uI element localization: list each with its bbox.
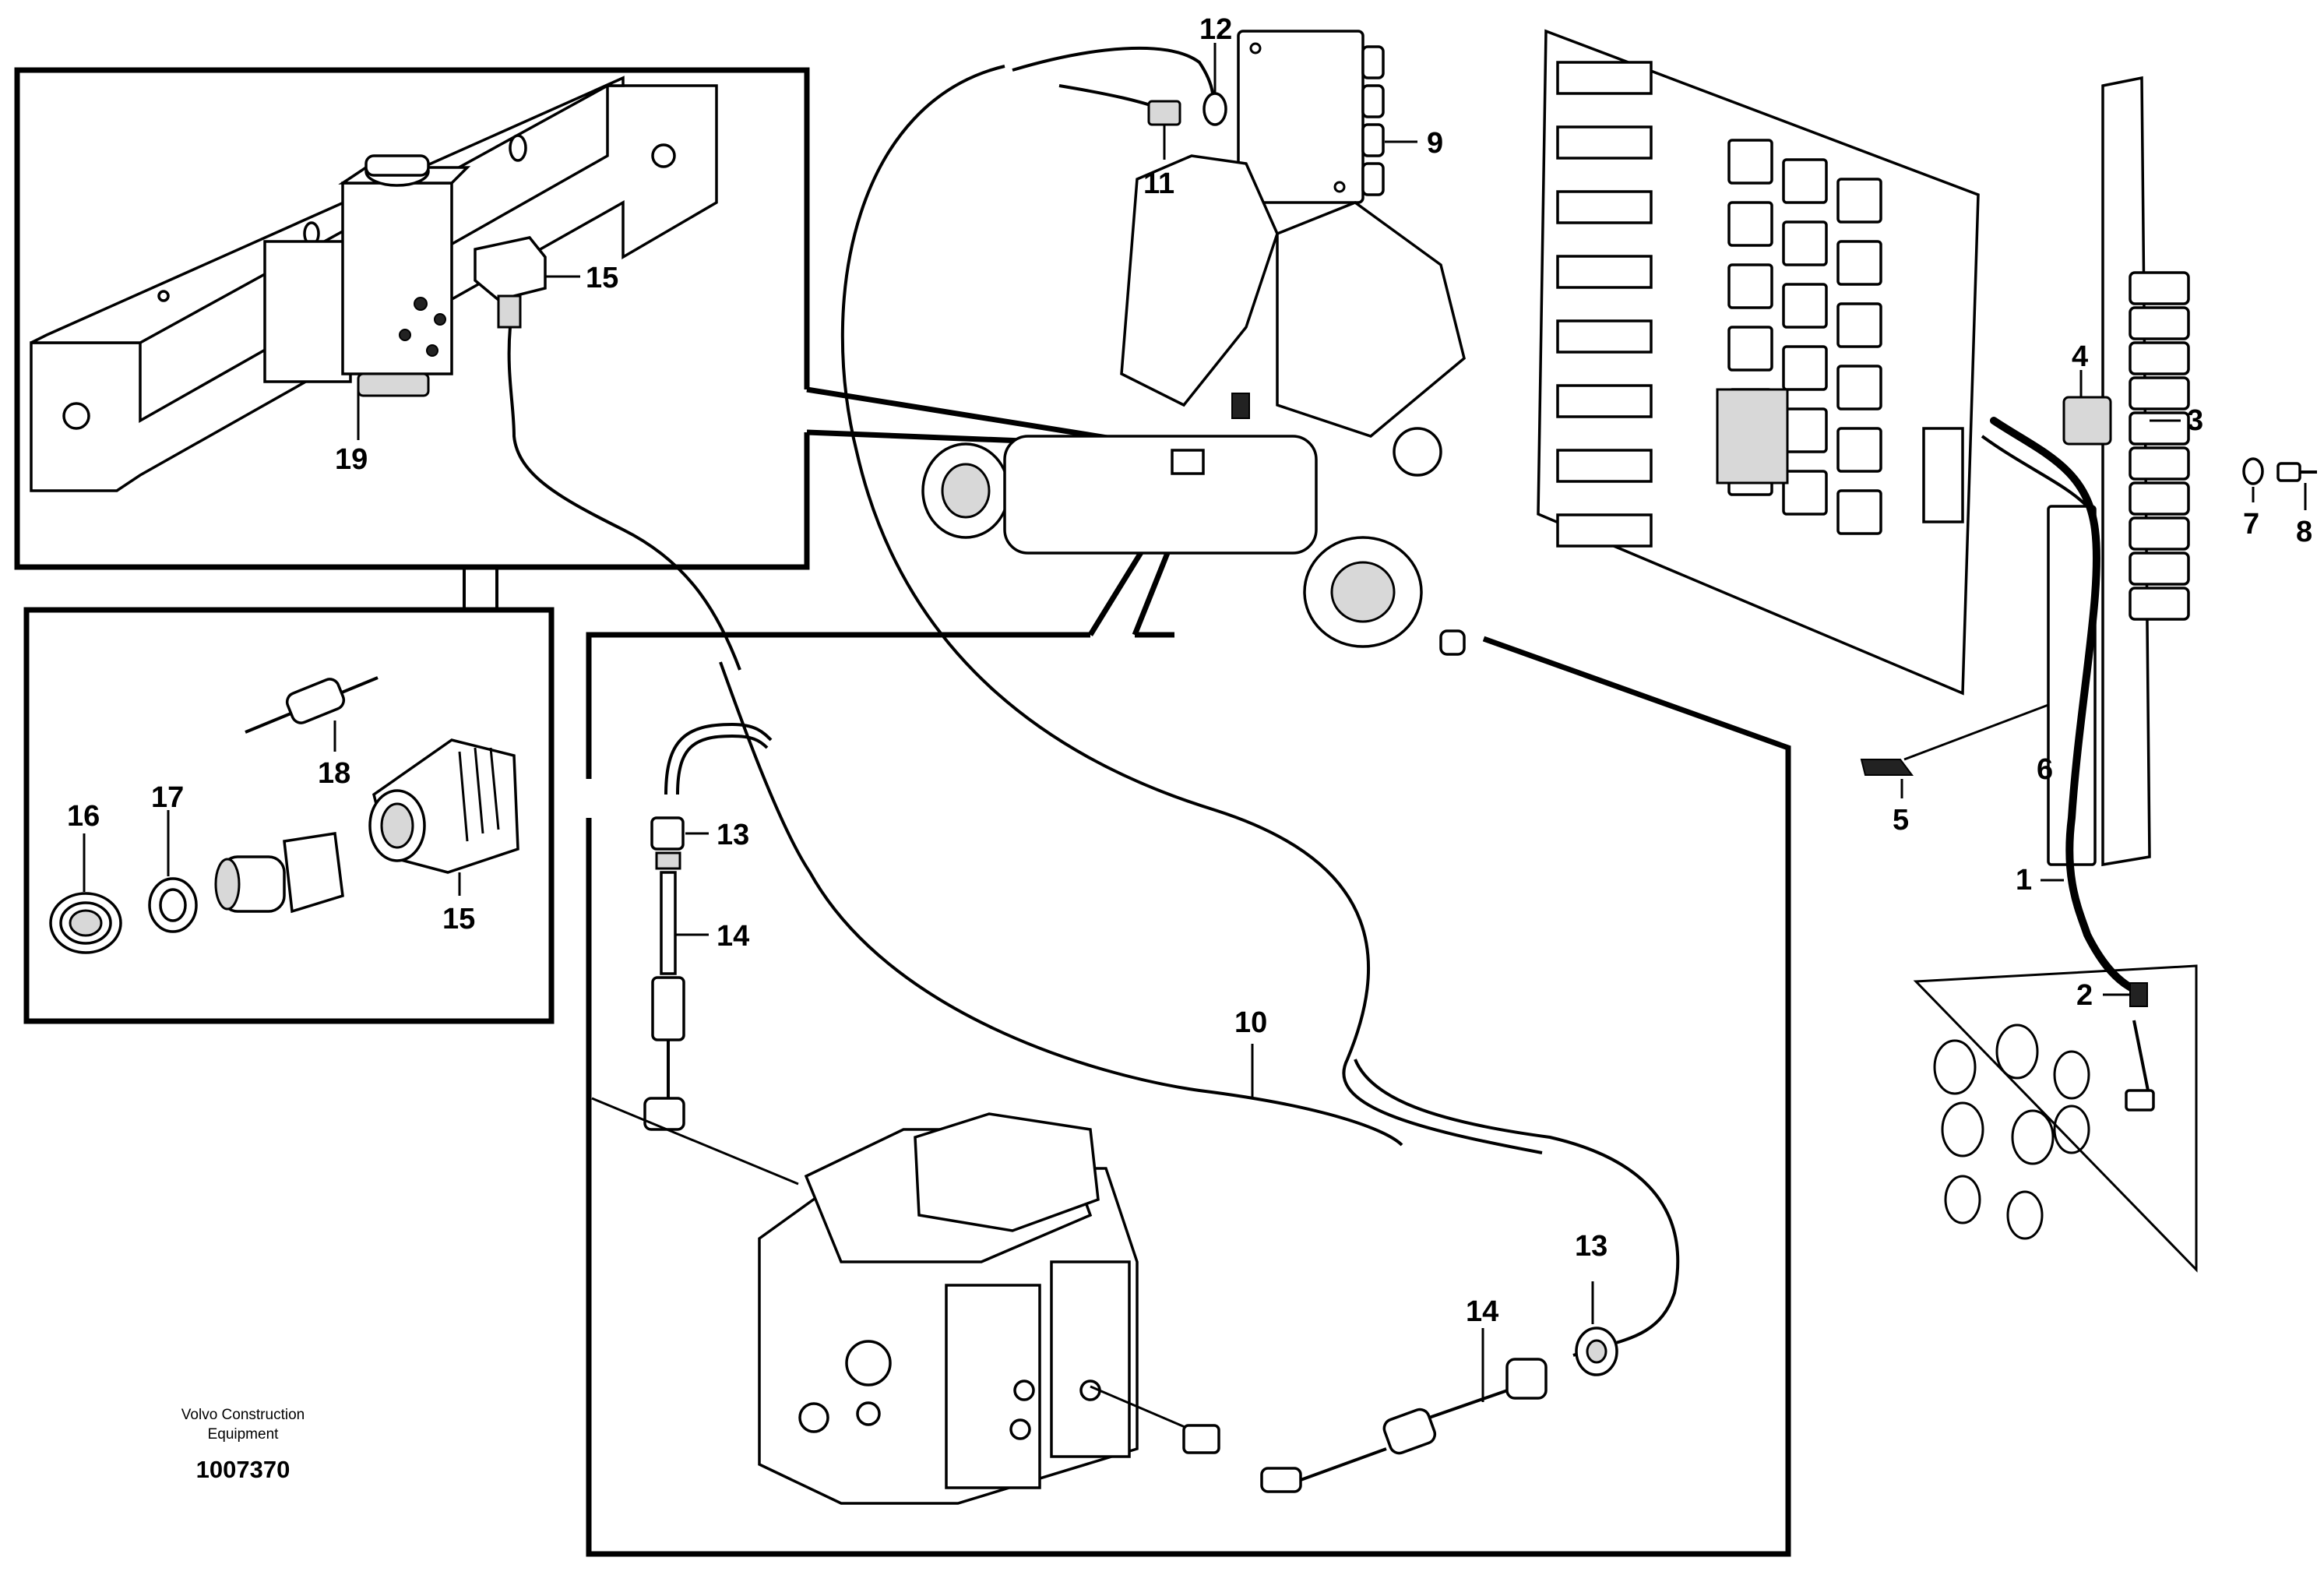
callout-13-top: 13: [717, 819, 749, 851]
terminal-block: [2129, 516, 2190, 551]
terminal-blocks-3: [2129, 271, 2190, 621]
clip-5: [1860, 759, 1914, 776]
callout-17: 17: [151, 781, 184, 814]
board-relay: [1782, 345, 1828, 391]
axle-assembly: [921, 154, 1466, 656]
solenoid-valve: [263, 154, 471, 397]
callout-5: 5: [1893, 804, 1909, 837]
board-relay: [1836, 178, 1882, 224]
board-relay: [1836, 240, 1882, 286]
brand-line-2: Equipment: [208, 1426, 280, 1443]
dashboard-panel: [1913, 964, 2198, 1273]
board-connector: [1556, 384, 1653, 418]
detail-frame-solenoid-bracket: [14, 67, 810, 570]
tube-assembly-right: [1090, 1327, 1618, 1493]
leader-6: [1903, 703, 2049, 761]
board-relay: [1836, 489, 1882, 535]
board-connector: [1556, 255, 1653, 289]
cable-10: [719, 65, 1680, 1357]
board-relay: [1836, 365, 1882, 410]
nut-16: [49, 892, 122, 954]
part-number: 1007370: [196, 1456, 290, 1483]
callout-16: 16: [67, 800, 100, 833]
board-connector: [1556, 61, 1653, 95]
tube-assembly-left: [591, 722, 799, 1186]
control-box-9: [1237, 30, 1385, 204]
terminal-block: [2129, 446, 2190, 481]
board-relay: [1836, 302, 1882, 348]
wiring-harness-1: [1981, 417, 2148, 1007]
callout-18: 18: [318, 757, 350, 790]
callout-14-right: 14: [1466, 1295, 1498, 1328]
terminal-block: [2129, 551, 2190, 586]
callout-7: 7: [2243, 508, 2259, 541]
terminal-block: [2129, 341, 2190, 375]
control-panel-board: [1537, 29, 1980, 696]
board-connector: [1556, 449, 1653, 483]
callout-3: 3: [2187, 404, 2203, 437]
terminal-block: [2129, 271, 2190, 305]
terminal-block: [2129, 306, 2190, 340]
detail-frame-valve-block: [586, 632, 1791, 1557]
board-connector: [1556, 513, 1653, 548]
callout-8: 8: [2296, 516, 2312, 548]
board-relay: [1727, 326, 1773, 372]
board-relay: [1727, 263, 1773, 309]
board-relay: [1782, 220, 1828, 266]
board-relay: [1782, 470, 1828, 516]
screw-8: [2276, 462, 2317, 482]
board-connector: [1556, 319, 1653, 354]
board-relay: [1836, 427, 1882, 473]
washer-7: [2242, 457, 2264, 485]
terminal-block: [2129, 376, 2190, 410]
callout-15-bracket: 15: [586, 262, 618, 294]
callout-15-inset: 15: [442, 903, 475, 935]
callout-1: 1: [2016, 864, 2032, 897]
terminal-block: [2129, 411, 2190, 446]
board-connector: [1556, 125, 1653, 160]
callout-11: 11: [1143, 167, 1174, 200]
brand-line-1: Volvo Construction: [181, 1407, 305, 1423]
callout-9: 9: [1427, 127, 1443, 160]
terminal-block: [2129, 587, 2190, 621]
callout-12: 12: [1199, 13, 1232, 46]
valve-block: [758, 1112, 1139, 1505]
callout-10: 10: [1234, 1006, 1267, 1039]
washer-17: [148, 877, 198, 933]
terminal-block: [2129, 481, 2190, 516]
callout-6: 6: [2037, 753, 2053, 786]
detail-frame-sensor-parts: [23, 607, 555, 1024]
board-relay: [1727, 201, 1773, 247]
connector-15-inset: [368, 738, 519, 874]
board-relay: [1727, 139, 1773, 185]
connector-plug-15: [474, 236, 741, 671]
board-relay: [1782, 158, 1828, 204]
board-connector: [1556, 190, 1653, 224]
relay-4: [2062, 396, 2112, 446]
diode-18: [245, 676, 379, 734]
board-relay: [1782, 283, 1828, 329]
cable-harness-top: [1012, 46, 1227, 126]
ground-strip: [2125, 1020, 2155, 1112]
board-relay: [1782, 407, 1828, 453]
callout-13-right: 13: [1575, 1230, 1607, 1263]
callout-2: 2: [2076, 979, 2093, 1012]
inset-connector-lines: [463, 567, 498, 610]
callout-19: 19: [335, 443, 368, 476]
callout-4: 4: [2072, 340, 2088, 373]
callout-14-top: 14: [717, 920, 749, 953]
sensor-body: [214, 831, 344, 914]
